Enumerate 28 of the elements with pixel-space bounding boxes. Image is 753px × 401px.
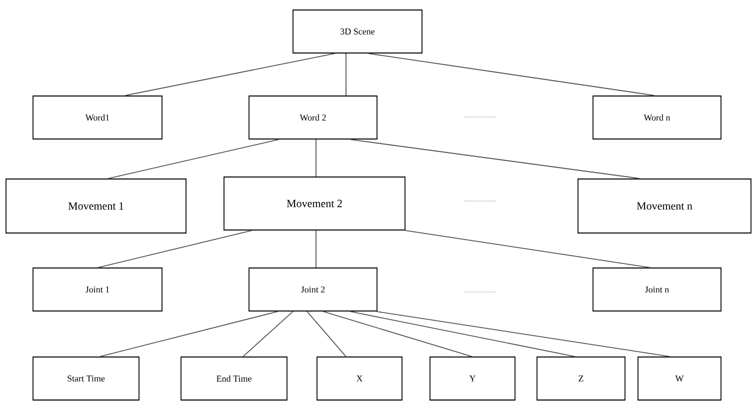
tree-box: W [638,356,722,400]
connector-line [376,311,670,357]
tree-box: Word n [592,96,722,140]
tree-box: Joint 1 [32,268,162,312]
tree-box: Start Time [32,356,140,400]
tree-box: Movement n [578,178,752,234]
tree-box: End Time [180,356,288,400]
tree-box: Joint 2 [248,268,378,312]
tree-box: Word 2 [248,96,378,140]
connector-line [404,230,650,268]
connector-line [98,230,252,268]
tree-box: Z [536,356,626,400]
connector-line [306,311,346,357]
tree-box: Movement 2 [224,176,406,230]
connector-line [350,311,576,357]
tree-box: Movement 1 [6,178,186,234]
tree-box: Word1 [32,96,162,140]
tree-box: Joint n [592,268,722,312]
tree-box: Y [430,356,516,400]
tree-box: 3D Scene [292,10,422,54]
connector-line [100,311,278,357]
connector-line [108,139,280,179]
tree-box: X [316,356,402,400]
connector-line [124,53,336,96]
connector-line [242,311,294,357]
connector-line [350,139,640,179]
connector-line [322,311,472,357]
connector-line [368,53,656,96]
